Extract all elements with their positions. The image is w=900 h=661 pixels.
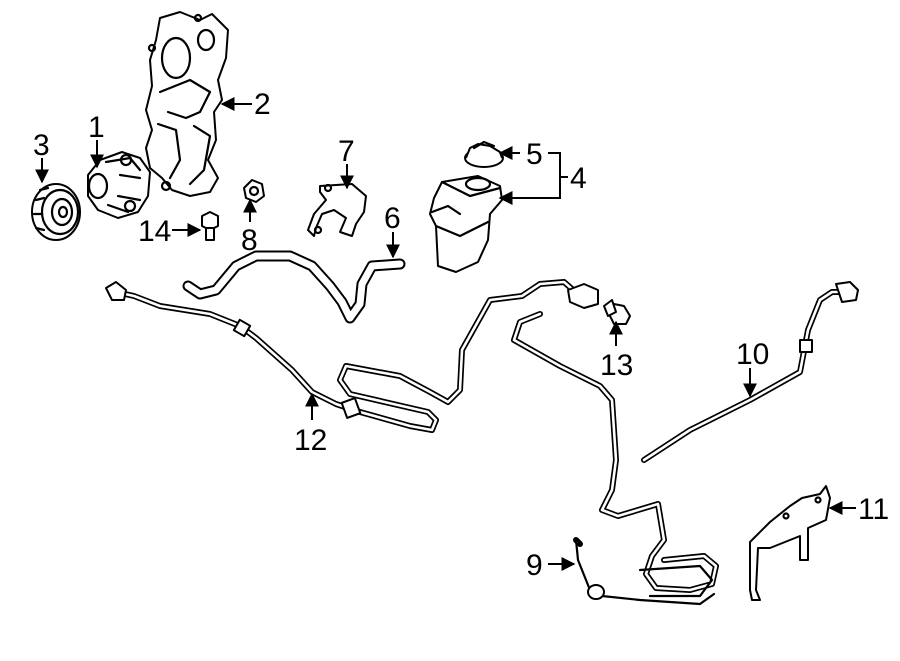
- bracket-part-11: [749, 485, 831, 601]
- callout-3: 3: [33, 129, 50, 162]
- callout-8: 8: [241, 224, 258, 257]
- callout-leaders: [35, 97, 856, 571]
- engine-cover-part: [145, 11, 229, 197]
- callout-10: 10: [736, 338, 769, 371]
- pressure-line-part-12: [105, 279, 599, 433]
- callout-13: 13: [600, 349, 633, 382]
- callout-4: 4: [570, 162, 587, 195]
- callout-6: 6: [384, 202, 401, 235]
- return-hose-part-6: [182, 250, 406, 324]
- callout-1: 1: [88, 111, 105, 144]
- callout-14: 14: [138, 215, 171, 248]
- callout-7: 7: [338, 135, 355, 168]
- hose-part-10: [641, 281, 859, 463]
- callout-9: 9: [526, 549, 543, 582]
- pulley-part: [31, 183, 81, 241]
- power-steering-pump-part: [87, 151, 151, 219]
- clip-part-8: [243, 179, 265, 203]
- bracket-part-7: [307, 183, 367, 237]
- bolt-part-14: [201, 211, 219, 241]
- reservoir-cap-part: [464, 140, 504, 168]
- callout-labels: 1 2 3 4 5 6 7 8 9 10 11 12 13 14: [33, 88, 889, 582]
- callout-5: 5: [526, 138, 543, 171]
- callout-11: 11: [858, 493, 889, 526]
- bolt-part-13: [603, 299, 631, 325]
- reservoir-part: [429, 175, 503, 273]
- callout-2: 2: [254, 88, 271, 121]
- callout-12: 12: [294, 424, 327, 457]
- cooler-hose-part-9: [511, 311, 719, 606]
